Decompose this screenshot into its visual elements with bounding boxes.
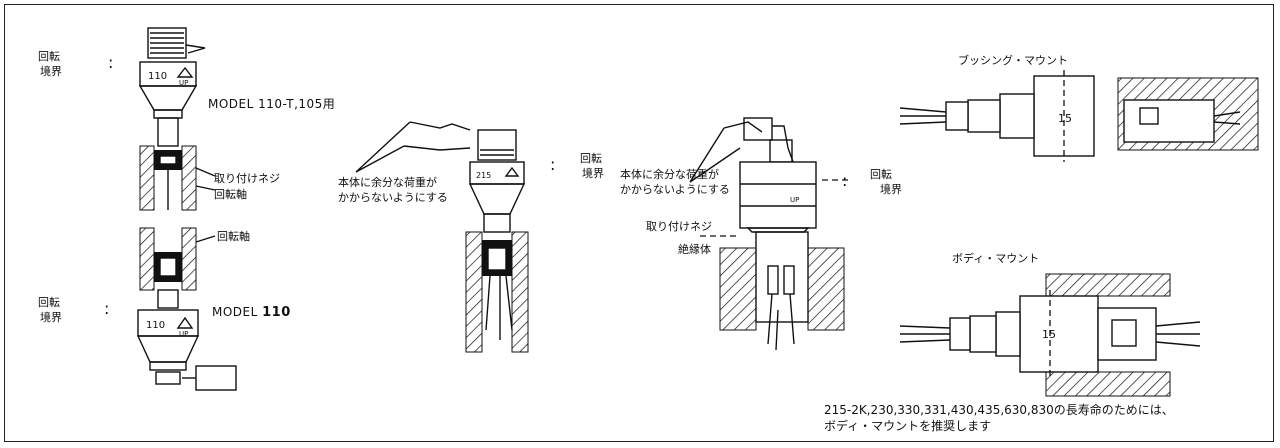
rotation-shaft-label-1: 回転軸 (214, 187, 247, 201)
rotation-boundary-label-4a: 回転 (870, 168, 892, 181)
mounting-screw-label-2: 取り付けネジ (646, 220, 712, 233)
model-110t-label: MODEL 110-T,105用 (208, 97, 335, 111)
insulator-label: 絶縁体 (678, 242, 711, 256)
footnote-line-1: 215-2K,230,330,331,430,435,630,830の長寿命のた… (824, 402, 1174, 417)
body-mount-drawing: 15 (899, 273, 1201, 397)
bushing-mount-title: ブッシング・マウント (958, 53, 1068, 67)
model-215-assembly: 215 (355, 121, 529, 353)
up-mark-top: UP (179, 79, 188, 87)
up-mark-insulated: UP (790, 196, 799, 204)
knob-top-icon (147, 27, 206, 59)
mounting-screw-label-1: 取り付けネジ (214, 172, 280, 185)
colon-1: : (108, 53, 113, 72)
rotation-boundary-label-2b: 境界 (40, 310, 62, 324)
up-mark-bottom: UP (179, 330, 188, 338)
colon-4: : (842, 171, 847, 190)
colon-2: : (104, 299, 109, 318)
insulated-mount-assembly: UP (689, 117, 845, 351)
model-110-assembly: 110 UP 110 UP (136, 27, 237, 391)
model-110-label: MODEL 110 (212, 305, 291, 320)
rotation-shaft-label-2: 回転軸 (217, 229, 250, 243)
part-number-110-top: 110 (148, 71, 167, 82)
part-number-110-bottom: 110 (146, 320, 165, 331)
rotation-boundary-label-1b: 境界 (40, 64, 62, 78)
body-part-15: 15 (1042, 328, 1056, 341)
load-warning-label-2a: 本体に余分な荷重が (620, 167, 719, 181)
load-warning-label-2b: かからないようにする (620, 183, 730, 196)
rotation-boundary-label-3a: 回転 (580, 152, 602, 165)
rotation-boundary-label-3b: 境界 (582, 166, 604, 180)
rotation-boundary-label-1a: 回転 (38, 50, 60, 63)
load-warning-label-1a: 本体に余分な荷重が (338, 175, 437, 189)
colon-3: : (550, 155, 555, 174)
bushing-part-15: 15 (1058, 112, 1072, 125)
part-number-215: 215 (476, 171, 491, 180)
rotation-boundary-label-4b: 境界 (880, 182, 902, 196)
footnote-line-2: ボディ・マウントを推奨します (824, 418, 991, 433)
bushing-mount-drawing: 15 (899, 70, 1259, 162)
sensor-body (139, 61, 197, 87)
figure-frame (4, 4, 1274, 442)
load-warning-label-1b: かからないようにする (338, 191, 448, 204)
body-mount-title: ボディ・マウント (952, 251, 1039, 265)
rotation-boundary-label-2a: 回転 (38, 296, 60, 309)
